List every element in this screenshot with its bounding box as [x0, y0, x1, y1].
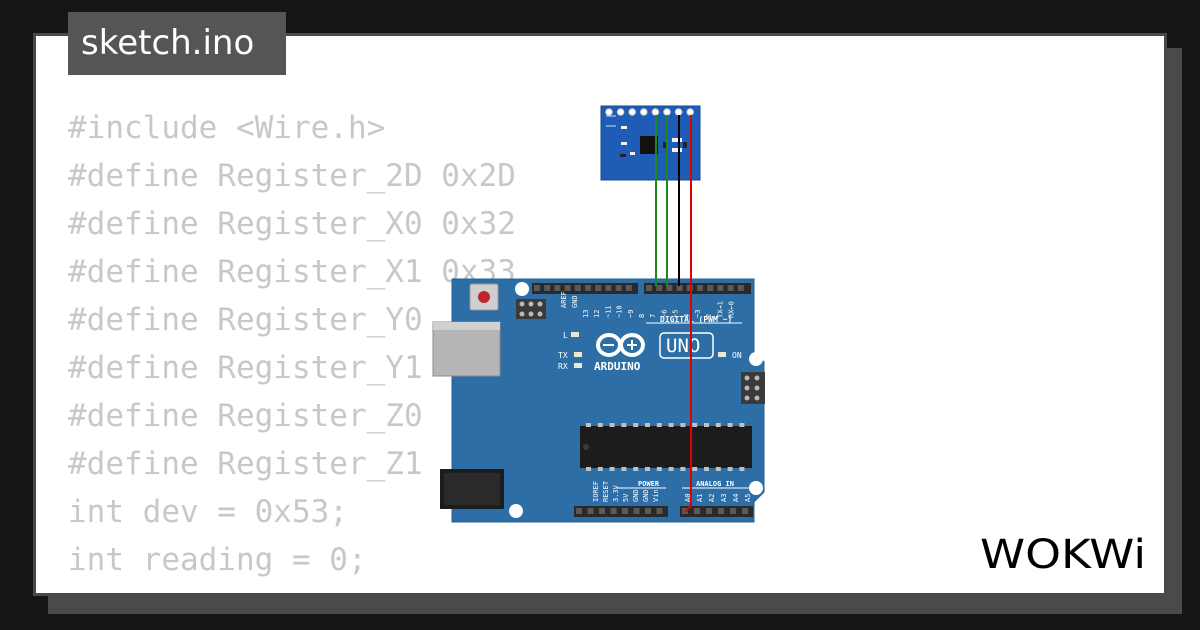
- sensor-pin: [640, 108, 648, 116]
- power-pin-label: IOREF: [592, 481, 600, 502]
- digital-pin-label: RX←0: [728, 301, 736, 318]
- digital-pin-label: ~11: [604, 305, 612, 318]
- led-on: [718, 352, 726, 357]
- sensor-pin: [651, 108, 660, 116]
- code-line: int value = 0;: [68, 584, 516, 593]
- code-line: int reading = 0;: [68, 542, 367, 578]
- model-label: UNO: [666, 335, 700, 357]
- power-pin-label: Vin: [652, 489, 660, 502]
- code-preview: #include <Wire.h> #define Register_2D 0x2…: [68, 104, 516, 593]
- sensor-pin: [663, 108, 671, 116]
- digital-pin-label: 7: [649, 314, 657, 318]
- reset-button-cap: [478, 291, 490, 303]
- power-pin-label: 5V: [622, 493, 630, 502]
- analog-pin-label: A1: [696, 494, 704, 502]
- digital-pin-label: ~6: [660, 310, 668, 318]
- aref-label: AREF: [560, 291, 568, 308]
- arduino-infinity-logo: [596, 333, 645, 357]
- digital-pin-label: 2: [705, 314, 713, 318]
- led-tx: [574, 352, 582, 357]
- digital-pin-label: ~3: [694, 310, 702, 318]
- power-pin-label: GND: [642, 489, 650, 502]
- power-pin-label: GND: [632, 489, 640, 502]
- digital-pin-label: 8: [638, 314, 646, 318]
- led-rx-label: RX: [558, 362, 568, 371]
- code-line: int dev = 0x53;: [68, 494, 348, 530]
- digital-pin-label: TX→1: [716, 301, 724, 318]
- digital-pin-label: ~10: [616, 305, 624, 318]
- wokwi-logo-text: WOKWi: [980, 532, 1146, 576]
- wokwi-logo: WOKWi: [980, 532, 1146, 576]
- led-rx: [574, 363, 582, 368]
- digital-pin-label: 13: [582, 310, 590, 318]
- atmega-chip: [580, 423, 752, 471]
- analog-pin-label: A3: [720, 494, 728, 502]
- adxl345-sensor-module[interactable]: [600, 105, 701, 181]
- icsp-header: [516, 299, 546, 319]
- code-line: #define Register_X0 0x32: [68, 206, 516, 242]
- mounting-hole: [749, 481, 763, 495]
- led-tx-label: TX: [558, 351, 568, 360]
- uno-badge: [659, 332, 714, 359]
- analog-pin-label: A2: [708, 494, 716, 502]
- sensor-pin: [605, 108, 613, 116]
- dc-power-jack: [440, 469, 504, 509]
- code-line: #define Register_Z0: [68, 398, 423, 434]
- power-analog-header: [574, 506, 753, 517]
- sensor-chip: [640, 136, 658, 154]
- mounting-hole: [509, 504, 523, 518]
- brand-label: ARDUINO: [594, 360, 641, 373]
- power-label: POWER: [638, 480, 660, 488]
- mounting-hole: [749, 352, 763, 366]
- code-line: #define Register_Y1: [68, 350, 423, 386]
- code-line: #define Register_Y0: [68, 302, 423, 338]
- file-tab[interactable]: sketch.ino: [68, 12, 286, 75]
- digital-pin-label: ~5: [672, 310, 680, 318]
- led-on-label: ON: [732, 351, 742, 360]
- code-line: #include <Wire.h>: [68, 110, 386, 146]
- sensor-pin: [616, 108, 625, 116]
- digital-header: [532, 283, 751, 294]
- wire-red: [684, 115, 692, 513]
- analog-pin-label: A4: [732, 494, 740, 502]
- gnd-label: GND: [571, 295, 579, 308]
- led-l-label: L: [563, 331, 568, 340]
- sensor-pin: [628, 108, 636, 116]
- sensor-pin: [686, 108, 695, 116]
- digital-pin-label: 12: [593, 310, 601, 318]
- wires: [655, 115, 692, 513]
- mounting-hole: [515, 282, 529, 296]
- power-pin-label: 3.3V: [612, 484, 620, 502]
- code-line: #define Register_2D 0x2D: [68, 158, 516, 194]
- digital-pin-label: ~9: [627, 310, 635, 318]
- analog-pin-label: A5: [744, 494, 752, 502]
- digital-pwm-label: DIGITAL (PWM ~): [660, 315, 732, 324]
- analog-pin-label: A0: [684, 494, 692, 502]
- sensor-pin: [674, 108, 683, 116]
- digital-pin-label: 4: [683, 314, 691, 318]
- code-line: #define Register_X1 0x33: [68, 254, 516, 290]
- led-l: [571, 332, 579, 337]
- code-line: #define Register_Z1: [68, 446, 423, 482]
- analog-in-label: ANALOG IN: [696, 480, 734, 488]
- usb-port: [432, 321, 501, 377]
- icsp-header-right: [741, 372, 765, 404]
- power-pin-label: RESET: [602, 480, 610, 502]
